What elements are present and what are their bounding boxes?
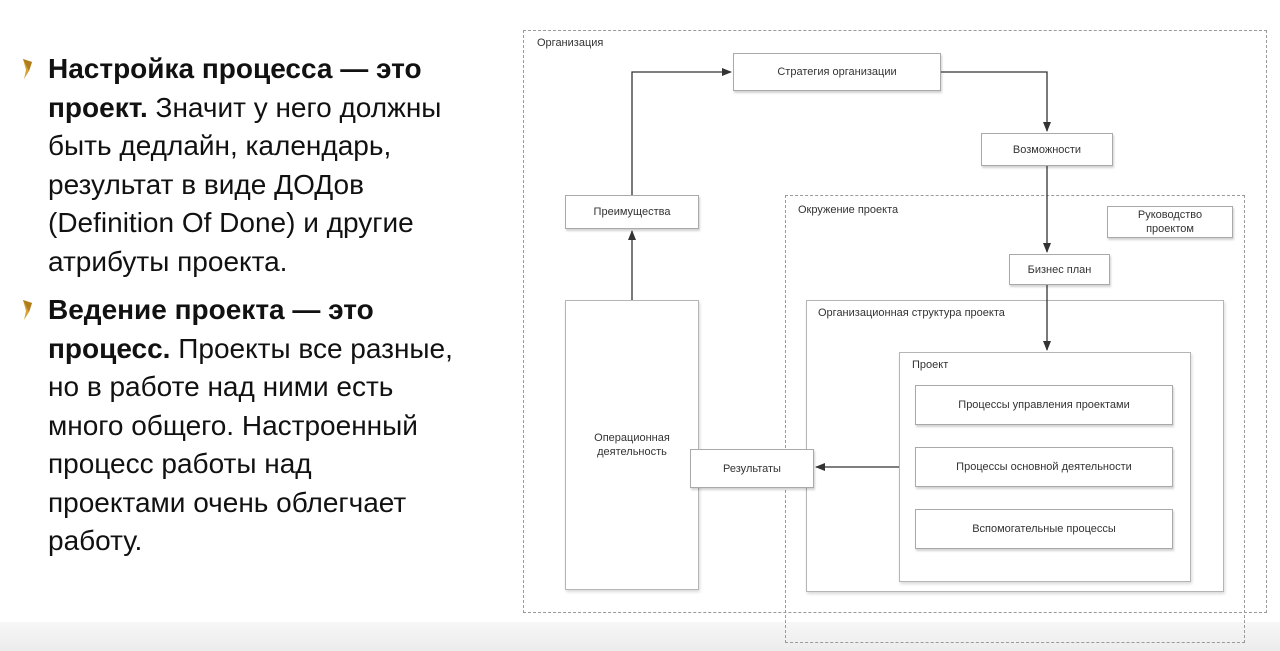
arrow-strategy-opportunities xyxy=(941,71,1051,132)
pm-processes-box: Процессы управления проектами xyxy=(915,385,1173,425)
advantages-box: Преимущества xyxy=(565,195,699,229)
bullet-text-setup: Настройка процесса — это проект. Значит … xyxy=(48,53,442,277)
support-processes-box: Вспомогательные процессы xyxy=(915,509,1173,549)
bullet-item-setup: Настройка процесса — это проект. Значит … xyxy=(18,50,518,281)
strategy-box: Стратегия организации xyxy=(733,53,941,91)
core-processes-box: Процессы основной деятельности xyxy=(915,447,1173,487)
project-label: Проект xyxy=(912,359,949,371)
operations-label: Операционная деятельность xyxy=(594,432,670,458)
project-management-box: Руководство проектом xyxy=(1107,206,1233,238)
organization-label: Организация xyxy=(537,37,604,49)
bottom-strip xyxy=(0,622,1280,651)
bullet-marker-icon xyxy=(23,59,32,79)
org-structure-label: Организационная структура проекта xyxy=(818,307,1005,319)
project-environment-frame xyxy=(785,195,1245,643)
bullet-list: Настройка процесса — это проект. Значит … xyxy=(18,50,518,571)
opportunities-box: Возможности xyxy=(981,133,1113,166)
organization-frame xyxy=(523,30,1267,613)
results-box: Результаты xyxy=(690,449,814,488)
bullet-text-management: Ведение проекта — это процесс. Проекты в… xyxy=(48,294,453,556)
bullet-marker-icon xyxy=(23,300,32,320)
arrow-advantages-strategy xyxy=(631,68,732,195)
business-plan-box: Бизнес план xyxy=(1009,254,1110,285)
operations-box xyxy=(565,300,699,590)
project-environment-label: Окружение проекта xyxy=(798,204,899,216)
bullet-item-management: Ведение проекта — это процесс. Проекты в… xyxy=(18,291,518,561)
